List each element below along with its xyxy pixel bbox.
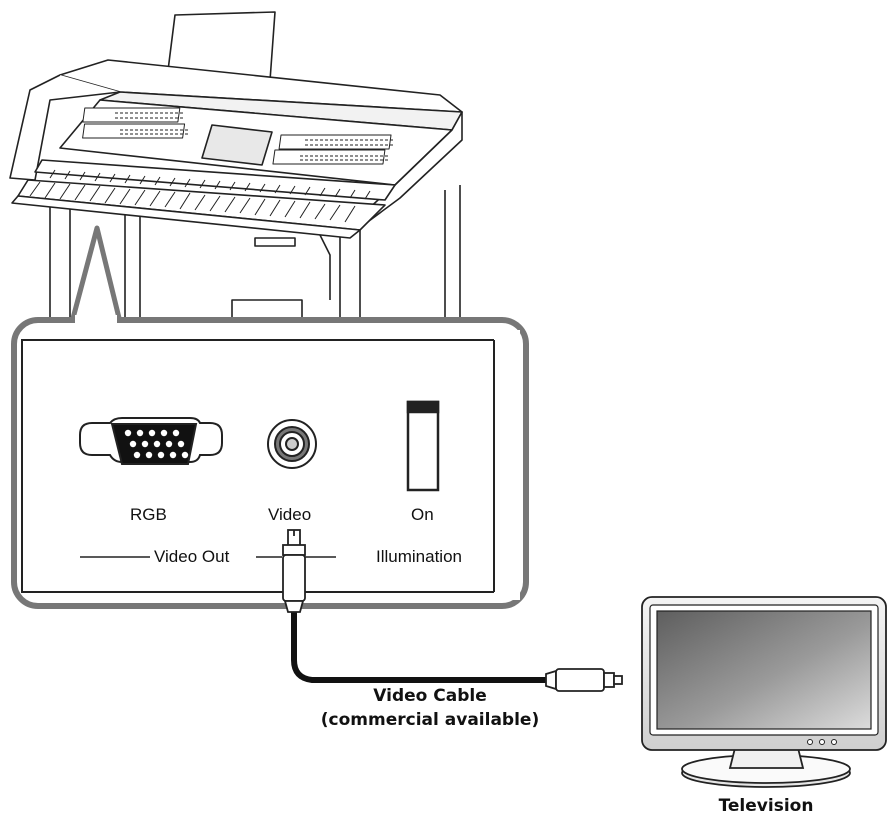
- video-cable-label-line2: (commercial available): [320, 710, 540, 730]
- callout-pointer: [69, 225, 123, 323]
- organ-illustration: [9, 11, 463, 321]
- video-cable-label-line1: Video Cable: [373, 686, 487, 706]
- video-cable-label: Video Cable (commercial available): [320, 684, 540, 732]
- rgb-port-icon: [79, 417, 223, 465]
- video-cable: [282, 529, 623, 692]
- video-jack-icon: [267, 419, 317, 469]
- television-icon: [641, 596, 887, 788]
- illumination-label: Illumination: [376, 547, 462, 566]
- television-label: Television: [718, 796, 814, 816]
- panel-callout-frame: [11, 317, 529, 609]
- video-label: Video: [268, 505, 312, 524]
- on-label: On: [411, 505, 434, 524]
- video-out-label: Video Out: [154, 547, 230, 566]
- illumination-switch-icon: [406, 400, 440, 492]
- rgb-label: RGB: [130, 505, 167, 524]
